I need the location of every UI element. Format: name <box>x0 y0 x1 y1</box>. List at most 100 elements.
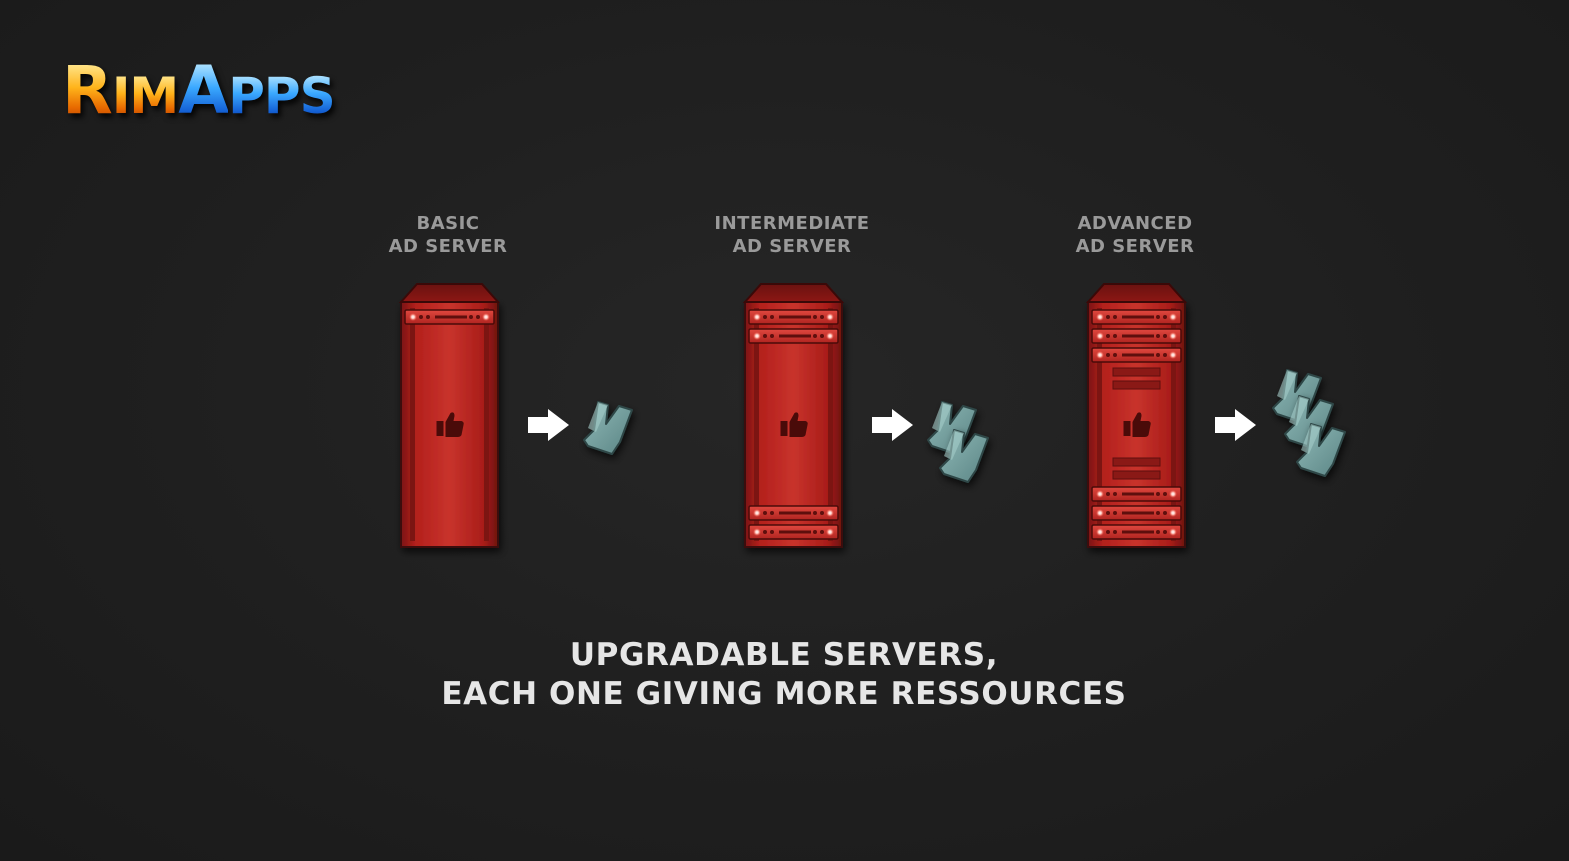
logo-letter-a: A <box>178 52 229 129</box>
rack-dot <box>820 334 824 338</box>
led-light <box>753 528 761 536</box>
server-cap <box>1085 283 1188 303</box>
arrow-right-icon <box>528 409 569 441</box>
thumb-cuff <box>780 421 788 436</box>
rack-dot <box>813 511 817 515</box>
token-highlight <box>944 430 964 460</box>
rack-dot <box>770 334 774 338</box>
led-light <box>1096 332 1104 340</box>
caption: UPGRADABLE SERVERS, EACH ONE GIVING MORE… <box>284 636 1284 714</box>
rack-slot <box>1122 353 1154 357</box>
led-light <box>482 313 490 321</box>
led-light <box>409 313 417 321</box>
tier-label-advanced: ADVANCED AD SERVER <box>1015 212 1255 258</box>
rack-slot <box>779 530 811 534</box>
led-light <box>753 509 761 517</box>
rack-dot <box>1113 353 1117 357</box>
logo-letter-r: R <box>62 52 113 129</box>
rack-dot <box>1106 315 1110 319</box>
rack-dot <box>1156 530 1160 534</box>
thumb-hand <box>445 412 464 437</box>
logo-letters-im: IM <box>111 67 179 125</box>
tier-title: BASIC <box>416 213 480 234</box>
server-rail <box>1171 308 1176 541</box>
rack-dot <box>1106 334 1110 338</box>
rack-dot <box>1163 511 1167 515</box>
rack-slot <box>779 511 811 515</box>
tier-subtitle: AD SERVER <box>1075 236 1195 257</box>
rack-unit <box>748 505 839 521</box>
led-light <box>826 332 834 340</box>
led-light <box>1096 313 1104 321</box>
rack-dot <box>770 530 774 534</box>
rack-dot <box>1156 353 1160 357</box>
resource-token-icon <box>939 429 989 483</box>
rack-slot <box>1122 511 1154 515</box>
rack-dot <box>820 530 824 534</box>
led-light <box>1169 313 1177 321</box>
tier-label-intermediate: INTERMEDIATE AD SERVER <box>672 212 912 258</box>
led-light <box>1169 509 1177 517</box>
rack-dot <box>813 334 817 338</box>
rack-dot <box>820 315 824 319</box>
rack-unit <box>1091 486 1182 502</box>
tier-subtitle: AD SERVER <box>732 236 852 257</box>
rack-dot <box>763 511 767 515</box>
rack-dot <box>1106 530 1110 534</box>
rack-dot <box>1113 511 1117 515</box>
thumb-hand <box>1132 412 1151 437</box>
thumb-cuff <box>436 421 444 436</box>
rack-dot <box>1156 492 1160 496</box>
server-rail <box>828 308 833 541</box>
rack-dot <box>1163 492 1167 496</box>
vent <box>1112 470 1161 480</box>
rack-dot <box>813 530 817 534</box>
server-vents <box>1112 367 1161 480</box>
resource-token-icon <box>1272 369 1322 423</box>
rack-unit <box>748 309 839 325</box>
vent <box>1112 367 1161 377</box>
rack-dot <box>1113 334 1117 338</box>
vent <box>1112 457 1161 467</box>
tier-title: ADVANCED <box>1077 213 1193 234</box>
server-rail <box>754 308 759 541</box>
server-rail <box>484 308 489 541</box>
thumbs-up-icon <box>436 412 464 437</box>
rack-unit <box>748 328 839 344</box>
led-light <box>1096 351 1104 359</box>
rack-unit <box>1091 347 1182 363</box>
logo-letters-pps: PPS <box>228 67 335 125</box>
rack-unit <box>1091 524 1182 540</box>
ad-server-1 <box>742 283 989 548</box>
rack-unit <box>404 309 495 325</box>
rack-dot <box>1156 315 1160 319</box>
thumbs-up-icon <box>1123 412 1151 437</box>
resource-token-icon <box>1296 423 1346 477</box>
ad-server-2 <box>1085 283 1346 548</box>
thumb-cuff <box>1123 421 1131 436</box>
tier-subtitle: AD SERVER <box>388 236 508 257</box>
caption-line-1: UPGRADABLE SERVERS, <box>569 637 999 673</box>
tier-title: INTERMEDIATE <box>714 213 870 234</box>
arrow-right-icon <box>1215 409 1256 441</box>
rack-dot <box>1106 353 1110 357</box>
rimapps-logo: RIMAPPS <box>62 52 336 129</box>
rack-slot <box>1122 315 1154 319</box>
led-light <box>1169 490 1177 498</box>
rack-slot <box>779 334 811 338</box>
led-light <box>753 313 761 321</box>
led-light <box>1096 528 1104 536</box>
rack-dot <box>1106 492 1110 496</box>
resource-token-icon <box>583 401 633 455</box>
server-cap <box>742 283 845 303</box>
rack-dot <box>1163 315 1167 319</box>
rack-dot <box>770 511 774 515</box>
vent <box>1112 380 1161 390</box>
rack-slot <box>1122 530 1154 534</box>
rack-unit <box>1091 328 1182 344</box>
rack-slot <box>779 315 811 319</box>
led-light <box>1096 490 1104 498</box>
rack-dot <box>1113 530 1117 534</box>
